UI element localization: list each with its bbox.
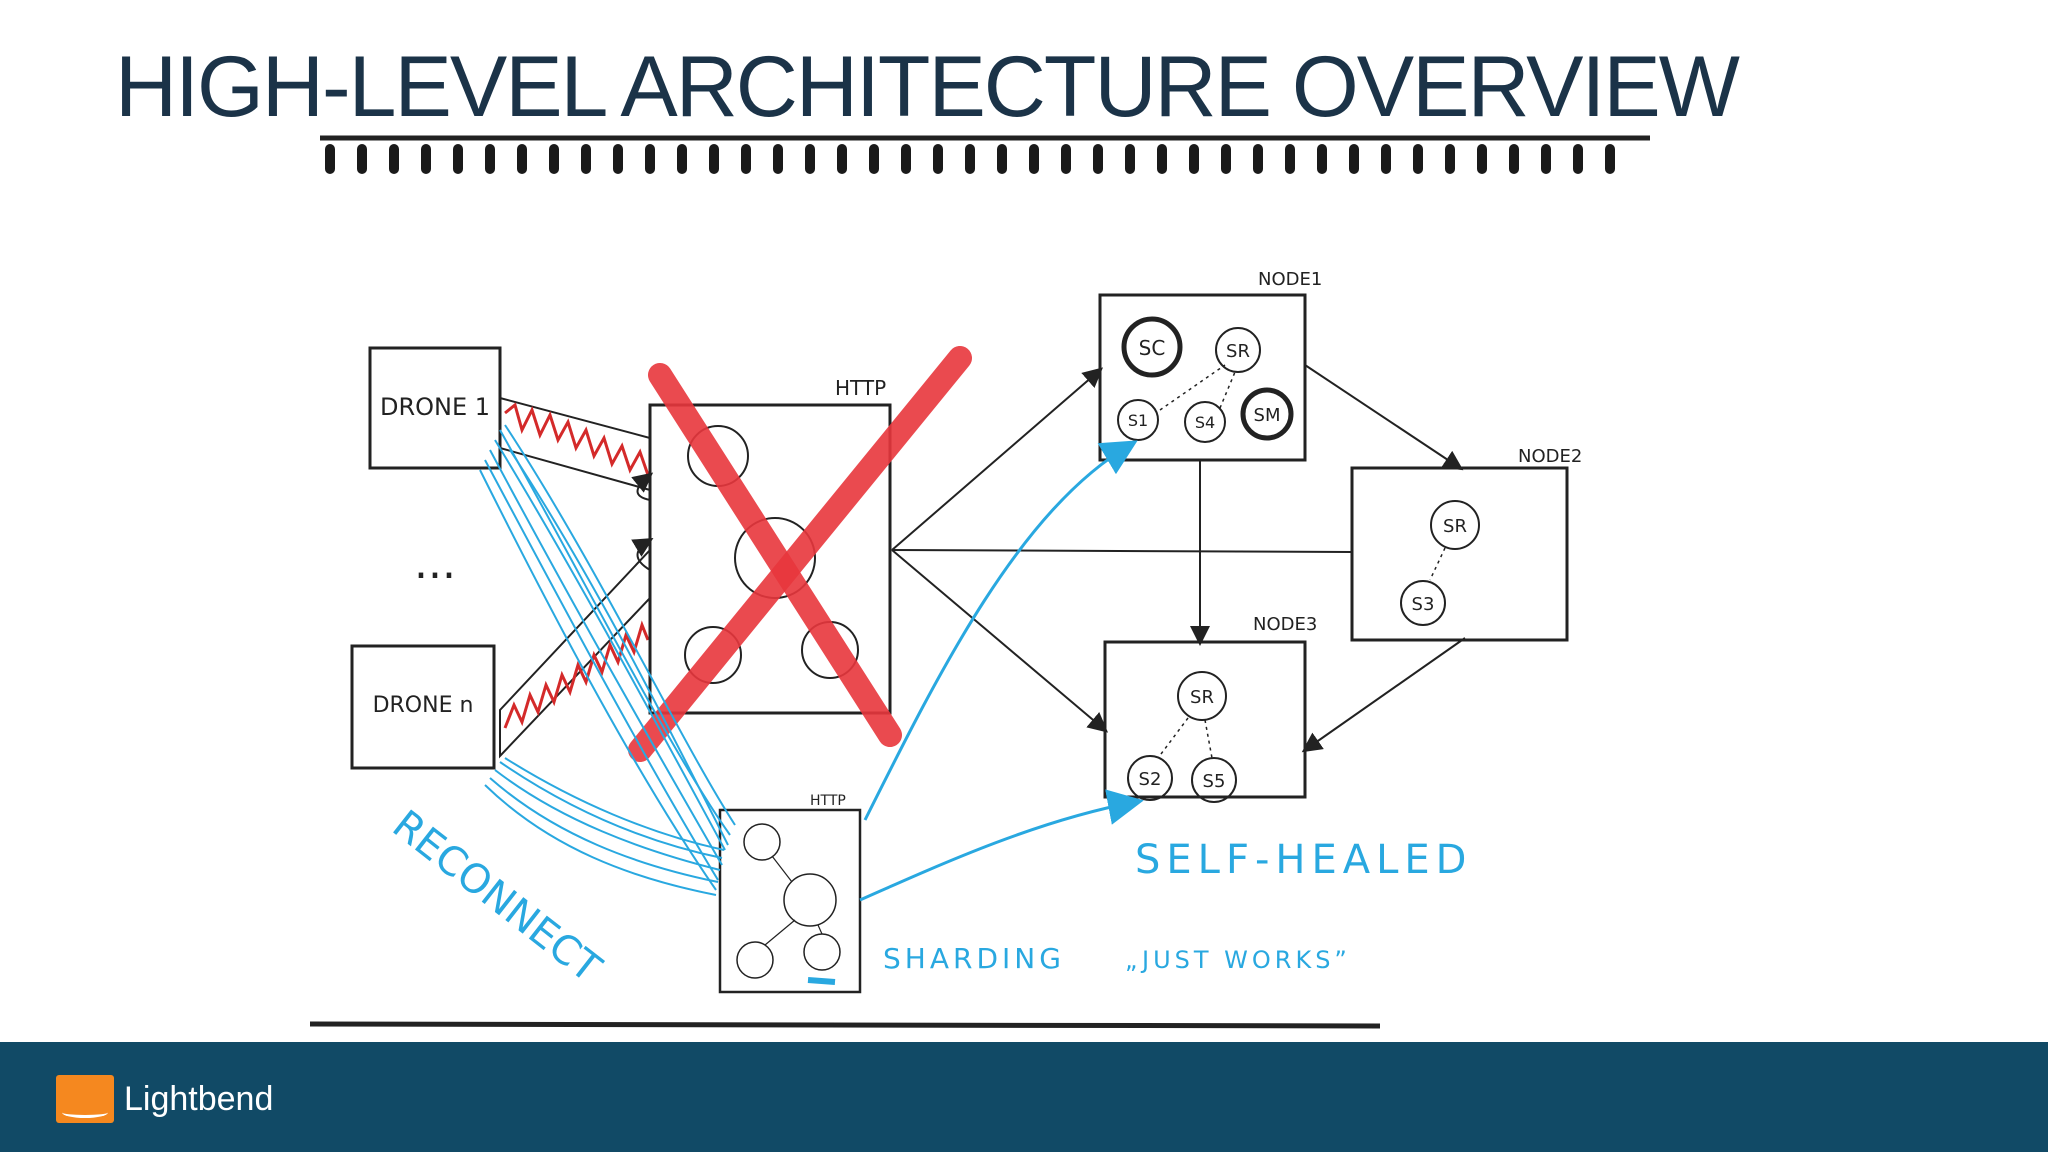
crossed-out-mark xyxy=(628,346,972,762)
sketch-svg: DRONE 1 ... DRONE n HTTP xyxy=(309,135,1650,1029)
node2-box: NODE2 SR S3 xyxy=(1350,446,1582,642)
page-edge xyxy=(309,1021,1381,1029)
reconnect-strokes xyxy=(479,424,736,896)
node3-circle-s5: S5 xyxy=(1203,771,1226,792)
node1-label: NODE1 xyxy=(1258,269,1322,290)
notebook-spiral xyxy=(320,135,1650,174)
node1-circle-sc: SC xyxy=(1139,336,1166,360)
architecture-sketch: DRONE 1 ... DRONE n HTTP xyxy=(300,130,1680,1040)
node3-box: NODE3 SR S2 S5 xyxy=(1103,614,1317,803)
brand-logo: Lightbend xyxy=(56,1072,273,1126)
http-new-label: HTTP xyxy=(810,793,846,809)
node3-circle-s2: S2 xyxy=(1139,769,1162,790)
footer-bar: Lightbend xyxy=(0,1042,2048,1152)
lightbend-logo-icon xyxy=(56,1075,114,1123)
cluster-links xyxy=(891,364,1466,753)
drone-n-label: DRONE n xyxy=(373,693,474,718)
drone-1-box: DRONE 1 xyxy=(368,346,502,470)
node3-circle-sr: SR xyxy=(1190,687,1214,708)
http-box-old: HTTP xyxy=(631,376,892,715)
drone-1-label: DRONE 1 xyxy=(380,393,490,421)
node2-label: NODE2 xyxy=(1518,446,1582,467)
drone-n-box: DRONE n xyxy=(350,644,496,770)
just-works-annotation: „JUST WORKS” xyxy=(1125,946,1351,974)
node1-circle-s4: S4 xyxy=(1195,413,1215,432)
node3-label: NODE3 xyxy=(1253,614,1317,635)
rerouted-links xyxy=(859,440,1144,902)
http-box-new: HTTP xyxy=(718,793,862,994)
node2-circle-sr: SR xyxy=(1443,516,1467,537)
node2-circle-s3: S3 xyxy=(1412,594,1435,615)
node1-circle-sm: SM xyxy=(1254,405,1281,426)
brand-name: Lightbend xyxy=(124,1079,274,1118)
http-old-label: HTTP xyxy=(835,376,886,400)
reconnect-annotation: RECONNECT xyxy=(384,802,610,992)
self-healed-annotation: SELF-HEALED xyxy=(1135,837,1472,883)
node1-circle-sr: SR xyxy=(1226,341,1250,362)
node1-box: NODE1 SC SR S1 S4 SM xyxy=(1098,269,1322,462)
sharding-annotation: SHARDING xyxy=(883,942,1065,975)
drones-ellipsis: ... xyxy=(414,538,456,589)
node1-circle-s1: S1 xyxy=(1128,411,1148,430)
slide-title: HIGH-LEVEL ARCHITECTURE OVERVIEW xyxy=(115,39,1740,135)
